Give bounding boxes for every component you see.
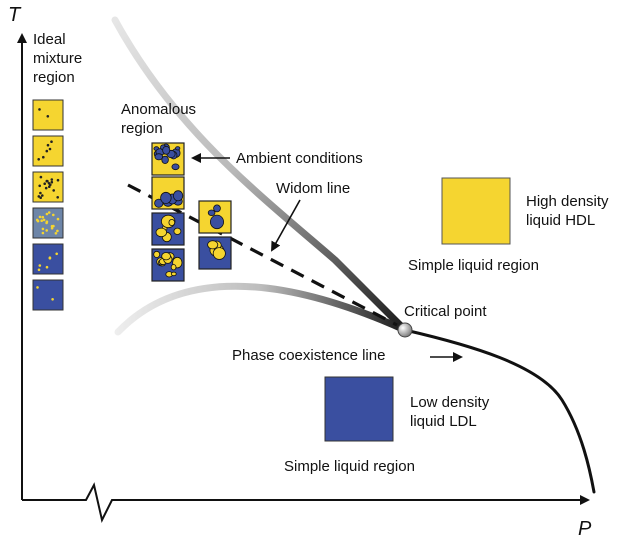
simple-liquid-region-lower-label: Simple liquid region	[284, 458, 415, 475]
ldl-label-line-1: Low density	[410, 394, 490, 411]
y-axis-label: T	[8, 4, 21, 26]
anomalous-region-label: Anomalous region	[121, 100, 196, 138]
ideal-mixture-region-label: Ideal mixture region	[33, 30, 82, 87]
anomalous-region-boxes	[151, 142, 232, 282]
critical-point-marker	[397, 322, 413, 338]
hdl-legend-square	[441, 177, 511, 245]
ideal-mixture-box	[32, 207, 64, 239]
ideal-mixture-box	[32, 243, 64, 275]
phase-coexistence-curve	[403, 328, 596, 494]
hdl-label-line-2: liquid HDL	[526, 212, 596, 229]
anomalous-line-2: region	[121, 120, 163, 137]
ldl-label: Low density liquid LDL	[410, 393, 489, 431]
widom-line-arrow	[271, 199, 301, 252]
anomalous-box	[198, 200, 232, 234]
upper-phase-curve	[111, 16, 409, 334]
anomalous-box	[198, 236, 232, 270]
ideal-mixture-box	[32, 99, 64, 131]
x-axis	[22, 482, 590, 523]
lower-phase-curve	[114, 282, 409, 336]
hdl-label: High density liquid HDL	[526, 192, 609, 230]
ldl-label-line-2: liquid LDL	[410, 413, 477, 430]
hdl-label-line-1: High density	[526, 193, 609, 210]
x-axis-label: P	[578, 518, 592, 540]
ideal-mixture-line-2: mixture	[33, 50, 83, 67]
phase-coexistence-line-label: Phase coexistence line	[232, 347, 386, 364]
critical-point-label: Critical point	[404, 303, 487, 320]
anomalous-box	[151, 212, 185, 246]
ideal-mixture-box	[32, 279, 64, 311]
anomalous-box	[151, 176, 185, 210]
ldl-legend-square	[324, 376, 394, 442]
anomalous-line-1: Anomalous	[121, 101, 197, 118]
ideal-mixture-box	[32, 135, 64, 167]
ideal-mixture-line-1: Ideal	[33, 31, 66, 48]
ambient-conditions-label: Ambient conditions	[236, 150, 363, 167]
widom-line-label: Widom line	[276, 180, 351, 197]
anomalous-box	[151, 248, 185, 282]
ideal-mixture-line-3: region	[33, 69, 75, 86]
ideal-mixture-boxes	[32, 99, 64, 311]
anomalous-box	[151, 142, 185, 176]
ideal-mixture-box	[32, 171, 64, 203]
simple-liquid-region-upper-label: Simple liquid region	[408, 257, 539, 274]
